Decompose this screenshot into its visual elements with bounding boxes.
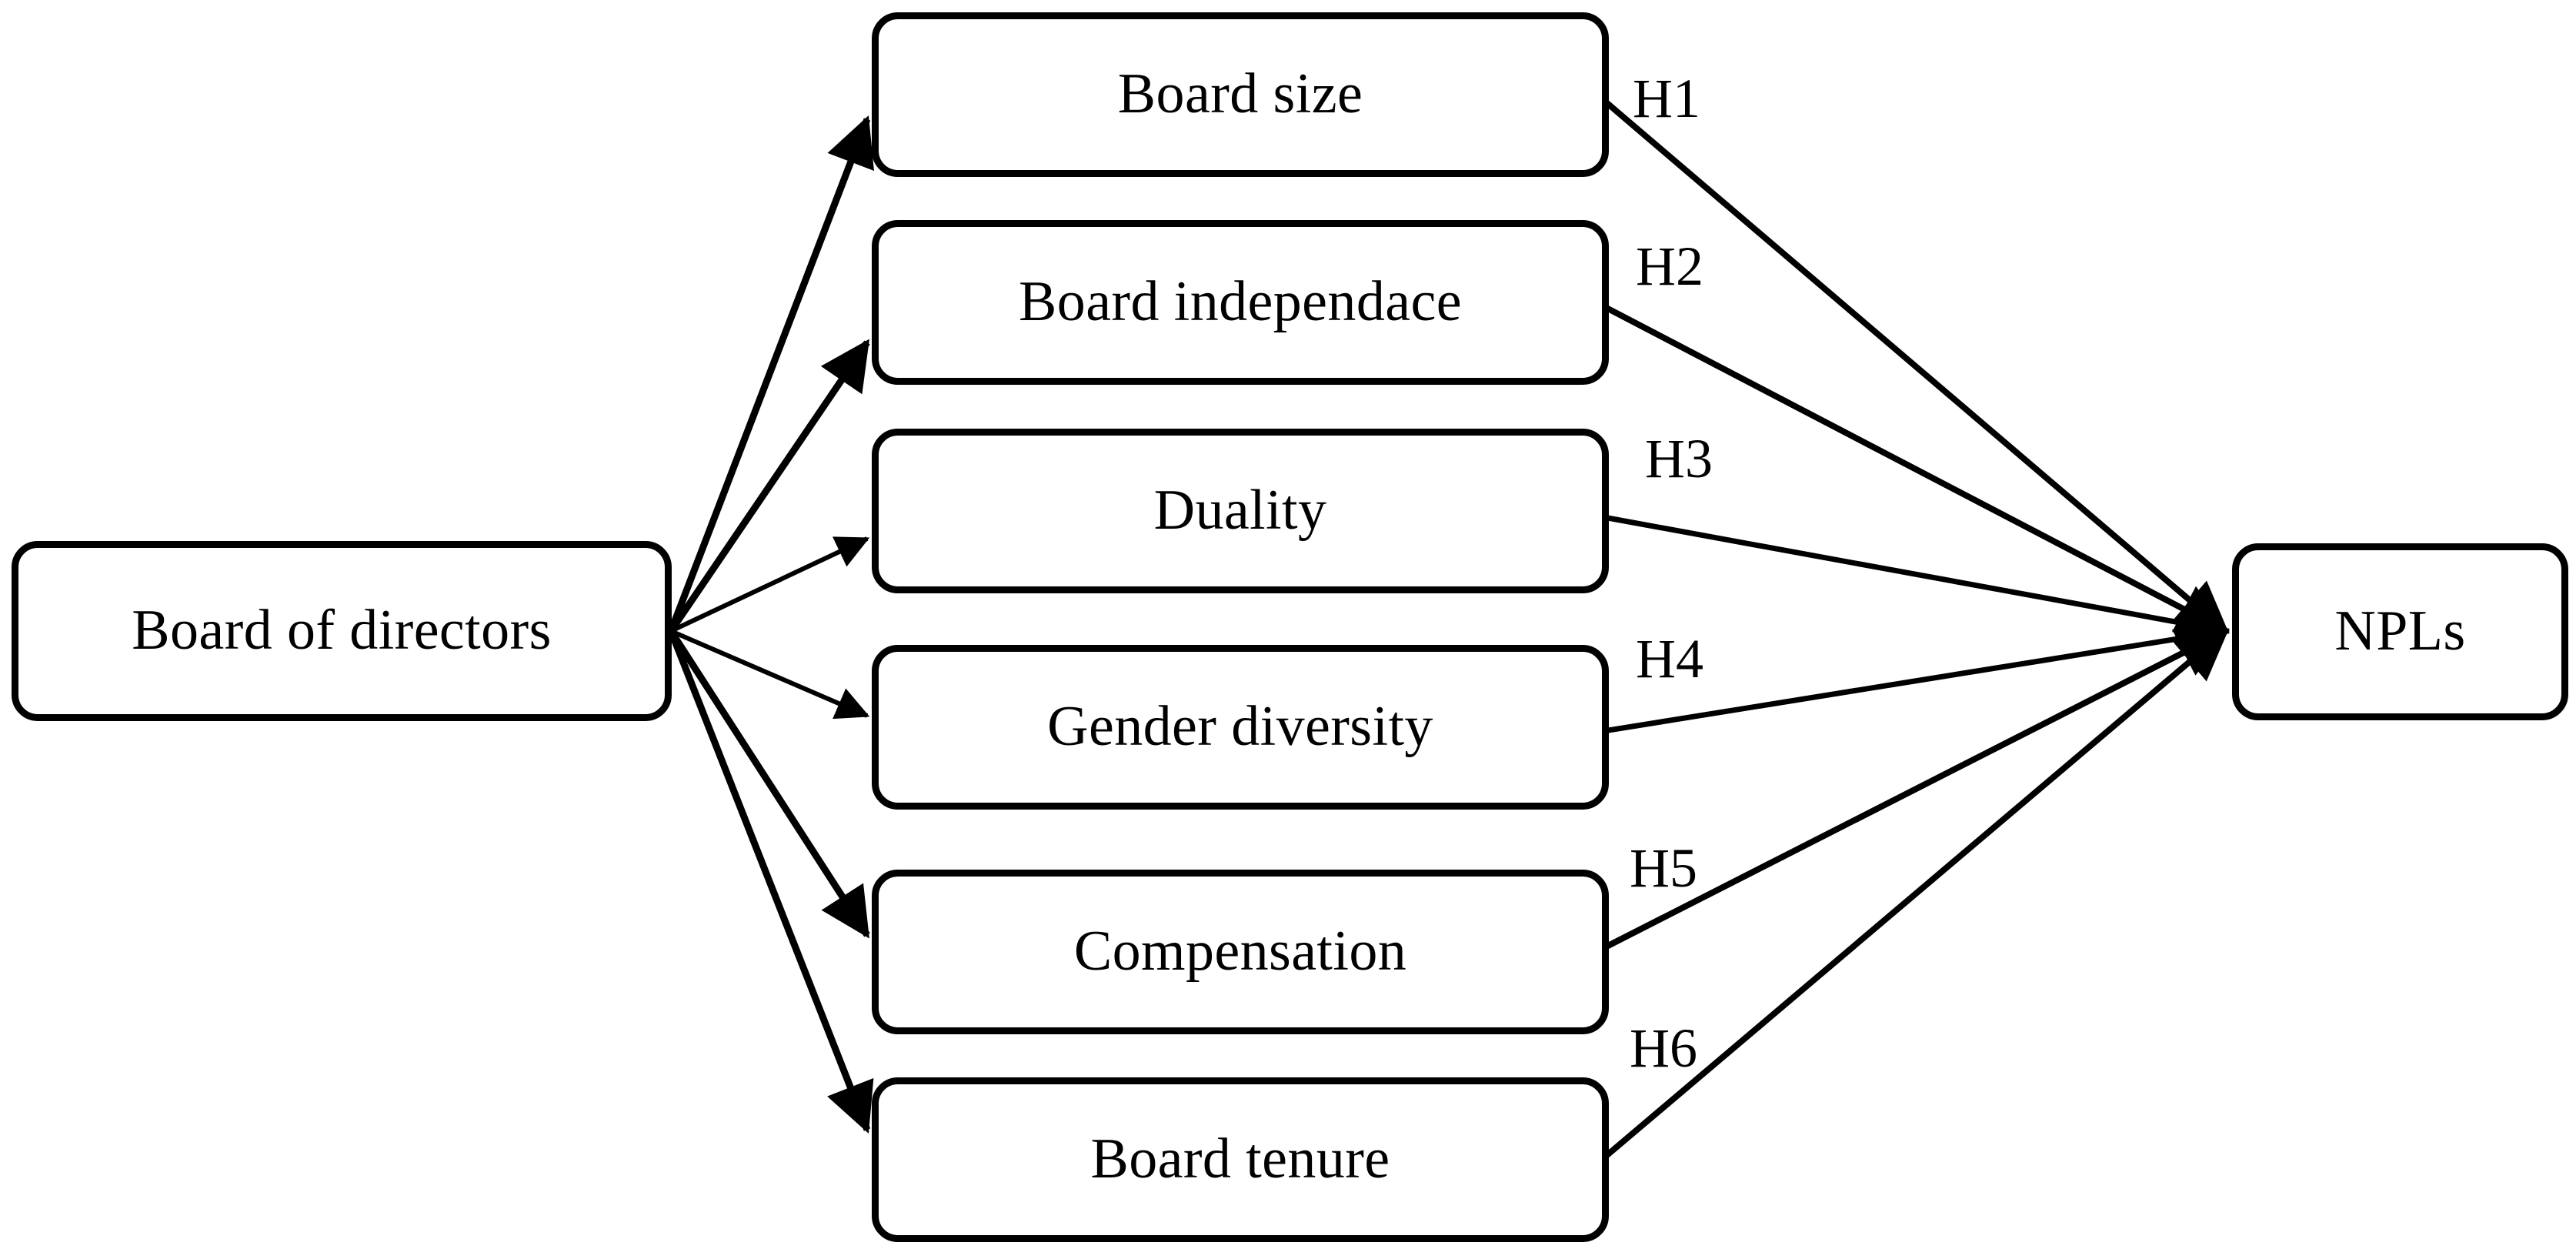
node-board-independace-label: Board independace [1019, 270, 1462, 334]
edge-board-size-to-npls [1601, 97, 2230, 634]
edge-duality-to-npls [1603, 514, 2230, 646]
edges-mediators-to-outcome [1601, 97, 2230, 1161]
node-board-size-label: Board size [1117, 62, 1363, 126]
node-npls-label: NPLs [2334, 599, 2466, 663]
edge-board-of-directors-to-board-size [667, 115, 874, 633]
node-board-independace[interactable]: Board independace [872, 220, 1609, 385]
node-gender-diversity[interactable]: Gender diversity [872, 645, 1609, 810]
node-board-tenure[interactable]: Board tenure [872, 1077, 1609, 1242]
edges-source-to-mediators [667, 115, 874, 1134]
edge-board-of-directors-to-board-independace [668, 339, 870, 633]
edge-gender-diversity-to-npls [1603, 615, 2230, 734]
hypothesis-label-h3: H3 [1645, 428, 1713, 489]
hypothesis-label-h5: H5 [1630, 837, 1697, 899]
node-duality-label: Duality [1153, 479, 1327, 543]
node-board-of-directors[interactable]: Board of directors [12, 541, 672, 721]
node-board-size[interactable]: Board size [872, 12, 1609, 177]
edge-board-tenure-to-npls [1601, 628, 2230, 1161]
edge-board-of-directors-to-compensation [668, 629, 870, 939]
edge-compensation-to-npls [1602, 628, 2230, 951]
edge-board-independace-to-npls [1602, 303, 2230, 634]
edge-board-of-directors-to-duality [669, 536, 870, 633]
edge-board-of-directors-to-board-tenure [667, 630, 874, 1134]
node-compensation[interactable]: Compensation [872, 870, 1609, 1034]
hypothesis-label-h2: H2 [1636, 235, 1703, 297]
edge-board-of-directors-to-gender-diversity [669, 629, 870, 720]
node-board-of-directors-label: Board of directors [132, 599, 552, 663]
node-board-tenure-label: Board tenure [1090, 1127, 1390, 1191]
node-gender-diversity-label: Gender diversity [1047, 695, 1433, 759]
node-npls[interactable]: NPLs [2232, 543, 2568, 720]
node-compensation-label: Compensation [1073, 920, 1407, 983]
hypothesis-label-h4: H4 [1636, 628, 1703, 690]
hypothesis-label-h6: H6 [1630, 1017, 1697, 1079]
hypothesis-label-h1: H1 [1633, 68, 1700, 129]
node-duality[interactable]: Duality [872, 429, 1609, 593]
